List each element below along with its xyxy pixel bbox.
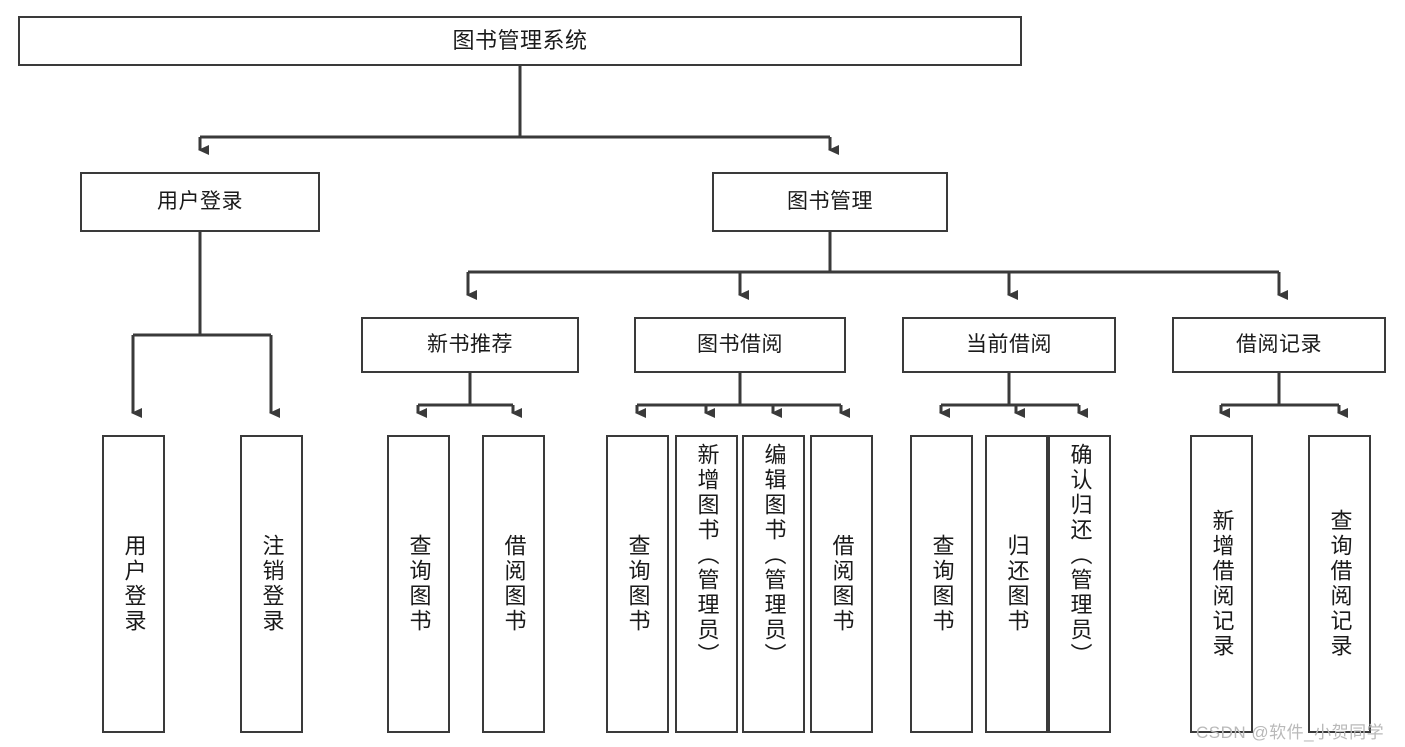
node-leaf-query-book-borrow[interactable]: 查询图书 <box>606 435 669 733</box>
node-label: 查询图书 <box>406 534 432 634</box>
node-leaf-confirm-return-admin[interactable]: 确认归还（管理员） <box>1048 435 1111 733</box>
node-leaf-return-book[interactable]: 归还图书 <box>985 435 1048 733</box>
node-new-book-recommend[interactable]: 新书推荐 <box>361 317 579 373</box>
node-leaf-borrow-book-recommend[interactable]: 借阅图书 <box>482 435 545 733</box>
node-label: 编辑图书（管理员） <box>761 443 787 668</box>
node-label: 新增借阅记录 <box>1209 509 1235 659</box>
node-label: 查询借阅记录 <box>1327 509 1353 659</box>
node-label: 用户登录 <box>157 190 243 214</box>
node-leaf-borrow-book[interactable]: 借阅图书 <box>810 435 873 733</box>
node-label: 查询图书 <box>625 534 651 634</box>
node-label: 图书管理 <box>787 190 873 214</box>
node-label: 用户登录 <box>121 534 147 634</box>
node-leaf-query-book-current[interactable]: 查询图书 <box>910 435 973 733</box>
node-leaf-add-borrow-record[interactable]: 新增借阅记录 <box>1190 435 1253 733</box>
node-book-manage[interactable]: 图书管理 <box>712 172 948 232</box>
node-label: 图书管理系统 <box>452 27 588 53</box>
node-user-login[interactable]: 用户登录 <box>80 172 320 232</box>
node-leaf-query-book-recommend[interactable]: 查询图书 <box>387 435 450 733</box>
node-leaf-query-borrow-record[interactable]: 查询借阅记录 <box>1308 435 1371 733</box>
node-leaf-user-login[interactable]: 用户登录 <box>102 435 165 733</box>
node-leaf-add-book-admin[interactable]: 新增图书（管理员） <box>675 435 738 733</box>
node-leaf-user-logout[interactable]: 注销登录 <box>240 435 303 733</box>
node-label: 注销登录 <box>259 534 285 634</box>
node-label: 借阅图书 <box>501 534 527 634</box>
node-label: 借阅图书 <box>829 534 855 634</box>
node-label: 新增图书（管理员） <box>694 443 720 668</box>
node-label: 图书借阅 <box>697 333 783 357</box>
node-label: 查询图书 <box>929 534 955 634</box>
node-book-borrow[interactable]: 图书借阅 <box>634 317 846 373</box>
node-borrow-record[interactable]: 借阅记录 <box>1172 317 1386 373</box>
node-label: 归还图书 <box>1004 534 1030 634</box>
node-label: 当前借阅 <box>966 333 1052 357</box>
node-root-system[interactable]: 图书管理系统 <box>18 16 1022 66</box>
node-leaf-edit-book-admin[interactable]: 编辑图书（管理员） <box>742 435 805 733</box>
node-current-borrow[interactable]: 当前借阅 <box>902 317 1116 373</box>
watermark-credit: CSDN @软件_小贺同学 <box>1196 723 1385 742</box>
node-label: 新书推荐 <box>427 333 513 357</box>
node-label: 借阅记录 <box>1236 333 1322 357</box>
node-label: 确认归还（管理员） <box>1067 443 1093 668</box>
